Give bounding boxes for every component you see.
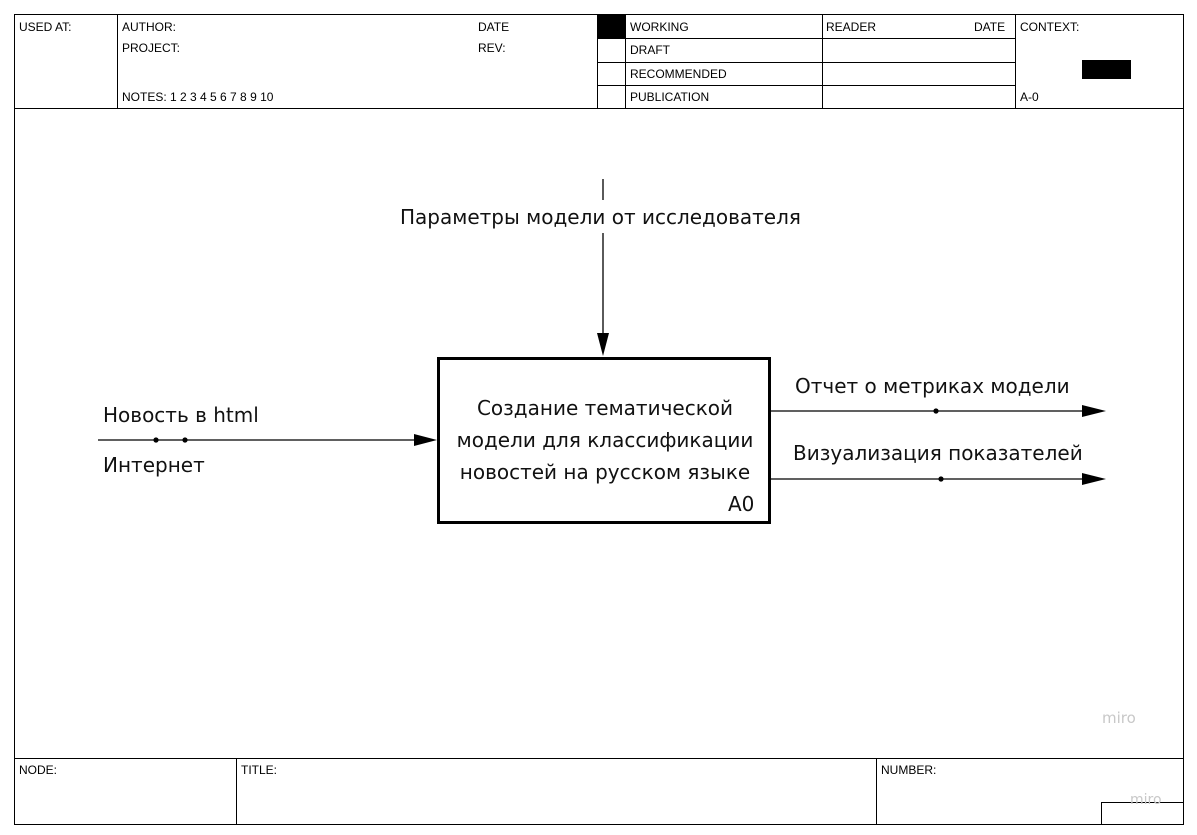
function-box-line: новостей на русском языке: [459, 460, 751, 484]
status-publication: PUBLICATION: [630, 90, 710, 104]
reader-label: READER: [826, 20, 877, 34]
header-divider: [117, 14, 118, 109]
header-divider: [1015, 14, 1016, 109]
function-box-a0[interactable]: [437, 357, 771, 524]
miro-watermark: miro: [1102, 709, 1136, 727]
header-row-line: [597, 38, 1015, 39]
node-label: NODE:: [19, 763, 58, 777]
header-block: [14, 14, 1184, 109]
control-label: Параметры модели от исследователя: [400, 205, 801, 229]
project-label: PROJECT:: [122, 41, 181, 55]
miro-watermark-corner: miro: [1130, 792, 1162, 808]
footer-divider: [876, 758, 877, 825]
output-2-label: Визуализация показателей: [793, 441, 1083, 465]
header-row-line: [597, 62, 1015, 63]
context-label: CONTEXT:: [1020, 20, 1080, 34]
input-label-bottom: Интернет: [103, 453, 205, 477]
footer-block: [14, 758, 1184, 825]
corner-box-line: [1101, 802, 1102, 825]
corner-box-line: [1101, 802, 1184, 803]
input-arrowhead: [414, 434, 437, 446]
status-draft: DRAFT: [630, 43, 670, 57]
output-arrow-2-head: [1082, 473, 1106, 485]
footer-divider: [236, 758, 237, 825]
output-2-junction-dot: [938, 476, 944, 482]
function-box-line: Создание тематической: [476, 396, 734, 420]
reader-date-label: DATE: [974, 20, 1006, 34]
output-arrow-1-head: [1082, 405, 1106, 417]
input-junction-dot: [182, 437, 188, 443]
notes-label: NOTES: 1 2 3 4 5 6 7 8 9 10: [122, 90, 274, 104]
output-1-junction-dot: [933, 408, 939, 414]
output-1-label: Отчет о метриках модели: [795, 374, 1070, 398]
input-junction-dot: [153, 437, 159, 443]
context-parent-box: [1082, 60, 1131, 79]
used-at-label: USED AT:: [19, 20, 72, 34]
function-box-text: Создание тематической модели для классиф…: [440, 392, 770, 488]
working-status-marker: [598, 15, 625, 38]
header-divider: [822, 14, 823, 109]
status-recommended: RECOMMENDED: [630, 67, 727, 81]
number-label: NUMBER:: [881, 763, 937, 777]
header-divider: [625, 14, 626, 109]
date-label: DATE: [478, 20, 510, 34]
header-divider: [597, 14, 598, 109]
author-label: AUTHOR:: [122, 20, 176, 34]
title-label: TITLE:: [241, 763, 278, 777]
input-label-top: Новость в html: [103, 403, 259, 427]
function-box-line: модели для классификации: [456, 428, 754, 452]
rev-label: REV:: [478, 41, 506, 55]
function-box-node-number: A0: [728, 492, 755, 516]
context-node-label: A-0: [1020, 90, 1039, 104]
idef0-frame: [14, 14, 1184, 825]
status-working: WORKING: [630, 20, 689, 34]
header-row-line: [597, 85, 1015, 86]
control-arrowhead: [597, 333, 609, 356]
